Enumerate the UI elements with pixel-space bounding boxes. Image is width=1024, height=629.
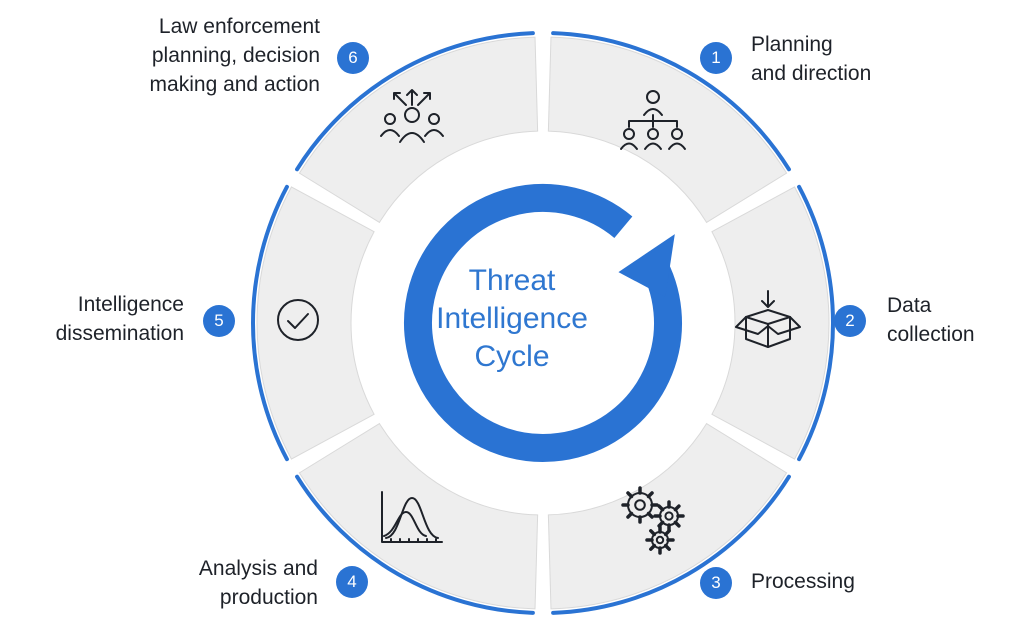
segment-4-rim [295,474,535,615]
segment-3-rim [551,474,791,615]
distribution-chart-icon [381,491,443,543]
segment-4 [298,422,539,610]
segment-5 [256,186,375,460]
step-6-badge: 6 [337,42,369,74]
segment-3 [547,422,788,610]
segment-icons [277,89,801,555]
segment-1 [547,36,788,224]
step-3-label: Processing [751,570,855,593]
cycle-arrow-body [404,184,682,462]
org-chart-icon [620,90,686,150]
step-1-badge: 1 [700,42,732,74]
segment-6-rim [295,31,535,172]
step-1-label: Planning and direction [751,33,872,85]
step-3-badge: 3 [700,567,732,599]
diagram-title: Threat Intelligence Cycle [436,264,588,373]
segment-2-rim [797,184,835,462]
gears-icon [621,486,685,555]
step-6-label: Law enforcement planning, decision makin… [149,15,320,96]
segment-1-rim [551,31,791,172]
segment-6 [298,36,539,224]
cycle-arrow [404,184,682,462]
step-5-label: Intelligence dissemination [55,293,184,345]
segment-5-rim [251,184,289,462]
step-5-badge: 5 [203,305,235,337]
cycle-arrowhead [618,234,675,298]
step-4-badge: 4 [336,566,368,598]
step-4-label: Analysis and production [198,557,318,609]
box-download-icon [735,290,801,348]
step-2-badge: 2 [834,305,866,337]
cycle-segments [251,31,835,615]
decision-arrows-icon [380,89,444,143]
step-2-label: Data collection [887,294,975,346]
checkmark-circle-icon [277,299,319,341]
